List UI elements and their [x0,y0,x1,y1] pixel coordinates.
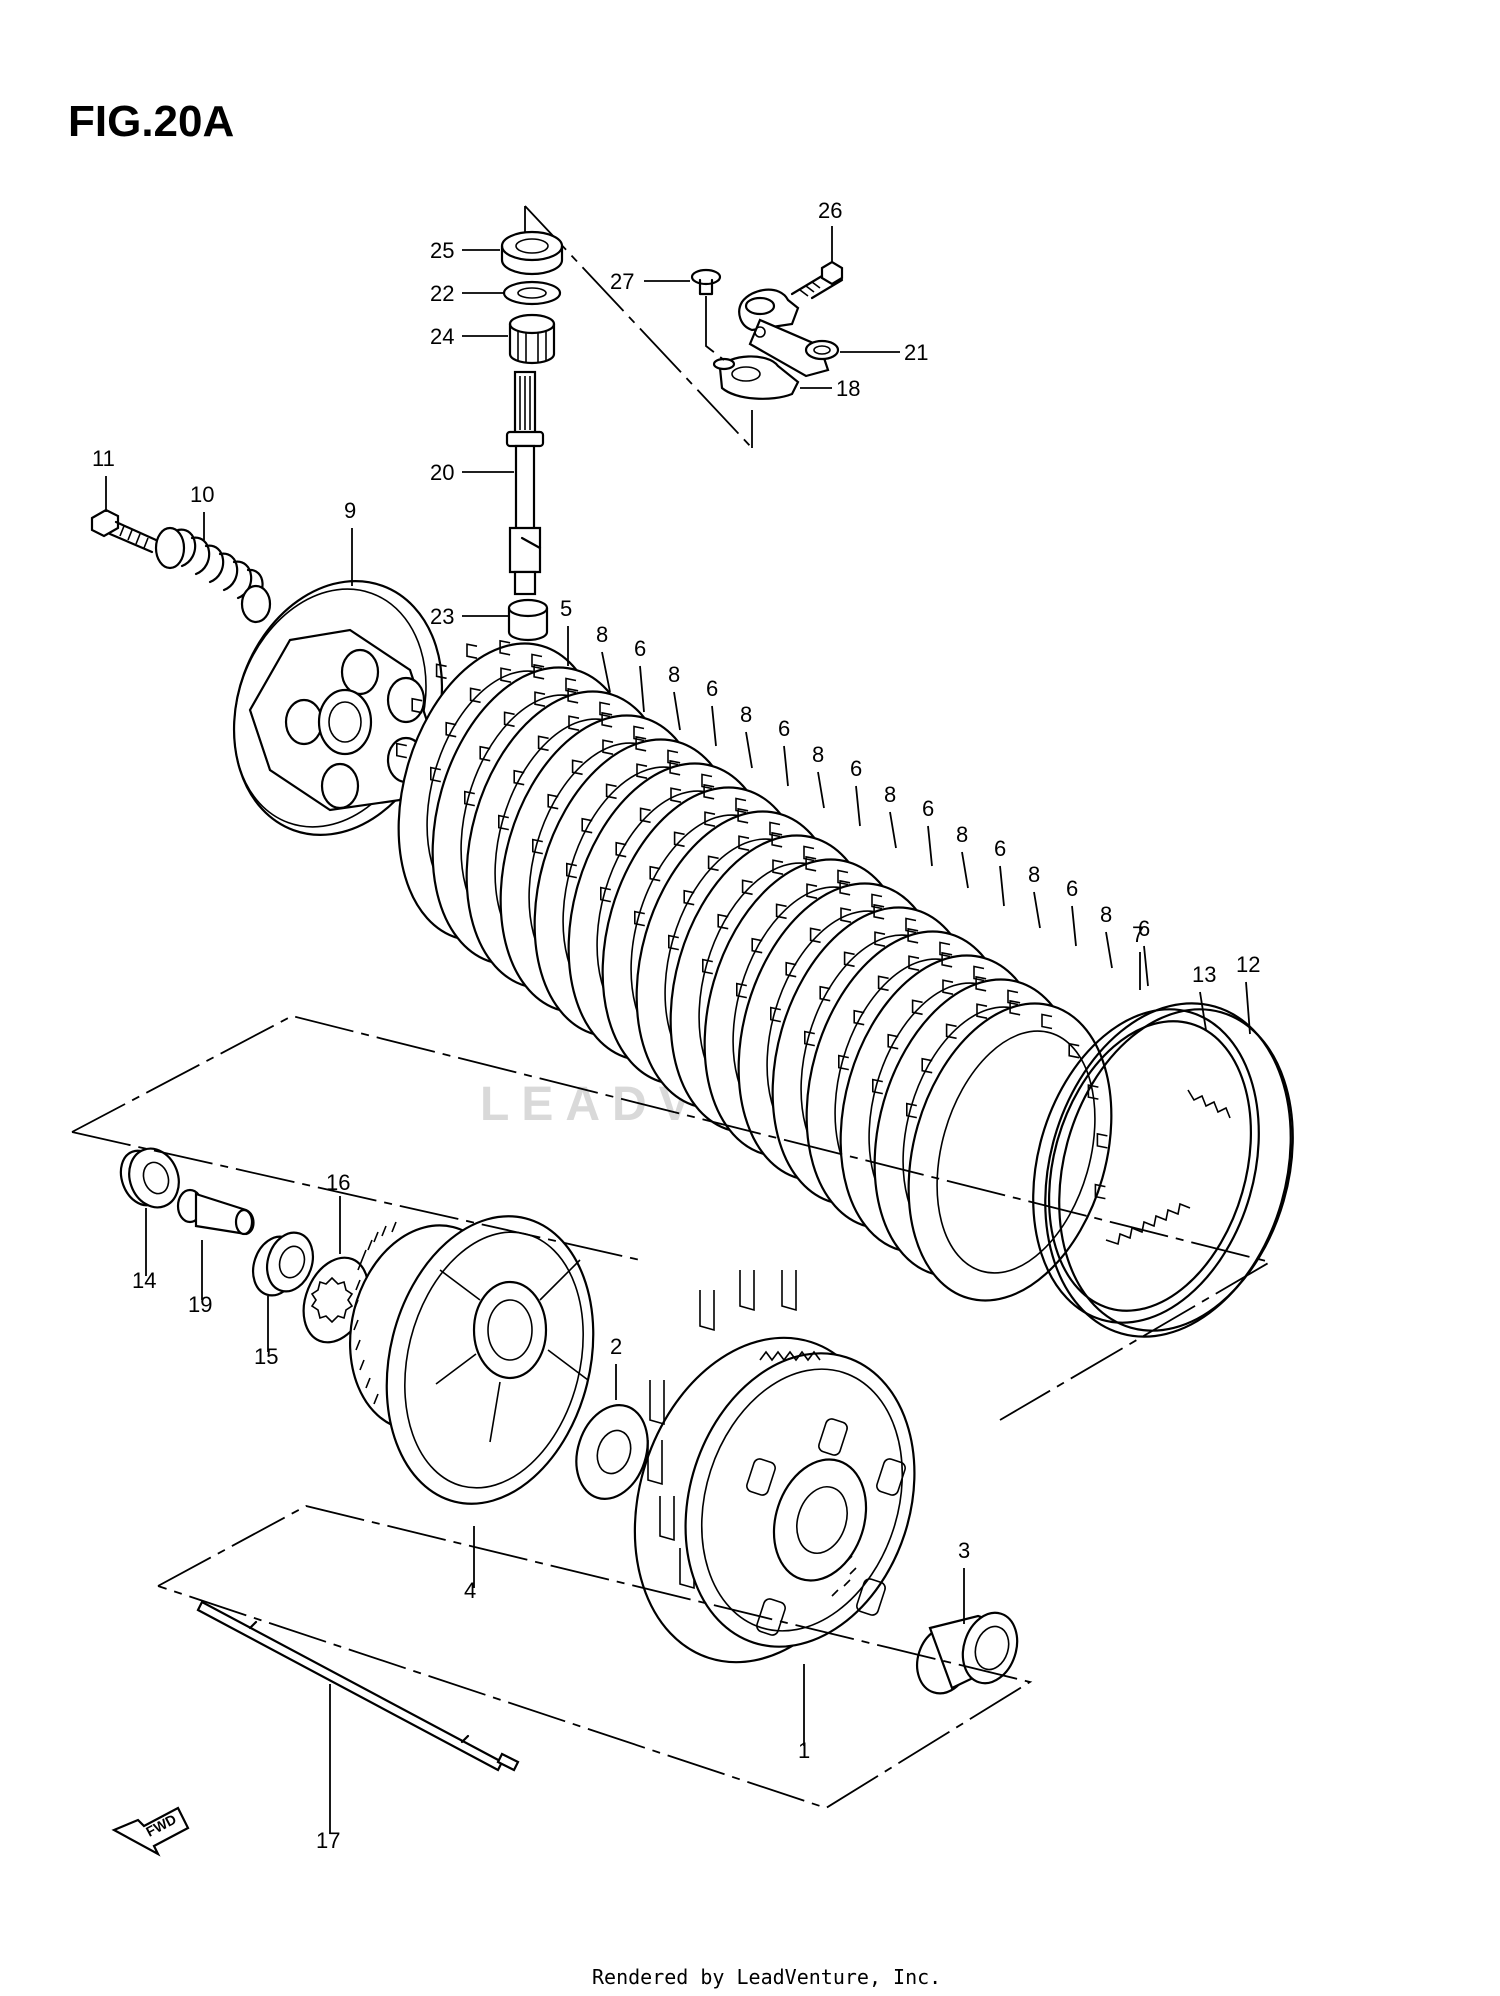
callout-number-c23[interactable]: 23 [430,604,454,629]
callout-number-c17[interactable]: 17 [316,1828,340,1853]
callout-number-c27[interactable]: 27 [610,269,634,294]
spacer-part-19[interactable] [176,1188,255,1236]
callout-number-c22[interactable]: 22 [430,281,454,306]
sleeve-hub-tangs [1105,1089,1231,1246]
callout-number-c7[interactable]: 7 [1132,922,1144,947]
leader-line-c6a [639,665,645,713]
callout-number-c6b[interactable]: 6 [706,676,718,701]
callout-number-c15[interactable]: 15 [254,1344,278,1369]
plate-inner-edge [936,1030,1096,1274]
callout-number-c2[interactable]: 2 [610,1334,622,1359]
leader-line-c6c [783,745,789,787]
callout-number-c13[interactable]: 13 [1192,962,1216,987]
callout-number-c6e[interactable]: 6 [922,796,934,821]
clutch-sleeve-hub-part-4[interactable] [329,1194,622,1526]
callout-number-c24[interactable]: 24 [430,324,454,349]
screw-guide-line [705,296,725,361]
washer-part-22[interactable] [502,280,562,306]
callout-number-c8e[interactable]: 8 [884,782,896,807]
leader-line-c8g [1033,891,1041,929]
callout-number-c6h[interactable]: 6 [1138,916,1150,941]
callout-number-c6c[interactable]: 6 [778,716,790,741]
callout-number-c6d[interactable]: 6 [850,756,862,781]
spacer-part-3[interactable] [909,1606,1026,1701]
bolt-part-26[interactable] [790,260,844,300]
callout-number-c26[interactable]: 26 [818,198,842,223]
screw-part-27[interactable] [690,268,722,296]
release-shaft-part-20[interactable] [505,370,545,596]
clutch-spring-part-10[interactable] [154,526,272,624]
callout-number-c20[interactable]: 20 [430,460,454,485]
leader-line-c8h [1105,931,1113,969]
leader-line-c6g [1071,905,1077,947]
callout-number-c18[interactable]: 18 [836,376,860,401]
clutch-plate-stack [396,639,1113,1302]
callout-number-c6g[interactable]: 6 [1066,876,1078,901]
callout-number-c10[interactable]: 10 [190,482,214,507]
callout-number-c8a[interactable]: 8 [596,622,608,647]
callout-number-c3[interactable]: 3 [958,1538,970,1563]
oil-seal-part-25[interactable] [500,230,564,276]
pressure-plate-part-9[interactable] [200,552,477,865]
bearing-part-14[interactable] [114,1142,187,1215]
footer-credit: Rendered by LeadVenture, Inc. [592,1965,941,1989]
callout-number-c8b[interactable]: 8 [668,662,680,687]
leader-line-c8c [745,731,753,769]
clutch-nut-part-15[interactable] [246,1227,320,1302]
callout-number-c5[interactable]: 5 [560,596,572,621]
callout-number-c25[interactable]: 25 [430,238,454,263]
leader-line-c6e [927,825,933,867]
callout-number-c12[interactable]: 12 [1236,952,1260,977]
callout-number-c19[interactable]: 19 [188,1292,212,1317]
plate-part-18[interactable] [712,355,800,400]
leader-line-c13 [1199,991,1207,1031]
callout-number-c4[interactable]: 4 [464,1578,476,1603]
callout-number-c8c[interactable]: 8 [740,702,752,727]
primary-driven-gear-housing-part-1[interactable] [595,1270,951,1695]
callout-number-c1[interactable]: 1 [798,1738,810,1763]
figure-title: FIG.20A [68,97,234,146]
leader-line-c6b [711,705,717,747]
callout-number-c21[interactable]: 21 [904,340,928,365]
callout-number-c8f[interactable]: 8 [956,822,968,847]
callout-number-c11[interactable]: 11 [92,446,115,471]
needle-bearing-part-24[interactable] [508,313,556,365]
callout-number-c6a[interactable]: 6 [634,636,646,661]
callout-number-c8d[interactable]: 8 [812,742,824,767]
needle-bearing-part-23[interactable] [507,598,549,642]
leader-line-c6f [999,865,1005,907]
callout-number-c6f[interactable]: 6 [994,836,1006,861]
leader-line-c8d [817,771,825,809]
callout-number-c16[interactable]: 16 [326,1170,350,1195]
release-arm-part-21[interactable] [738,288,840,378]
leader-line-c8f [961,851,969,889]
leader-line-c8a [601,651,611,693]
leader-line-c12 [1245,981,1251,1035]
callout-number-c9[interactable]: 9 [344,498,356,523]
cushion-ring-part-13[interactable] [998,982,1294,1349]
callout-leader-lines [105,226,1251,1834]
callout-number-c8h[interactable]: 8 [1100,902,1112,927]
thrust-washer-part-2[interactable] [565,1396,659,1508]
assembly-guide-lines [71,1015,1273,1809]
forward-arrow-icon: FWD [111,1806,190,1857]
callout-number-c14[interactable]: 14 [132,1268,156,1293]
callout-labels: 1234566666666788888888910111213141516171… [92,198,1260,1853]
callout-number-c8g[interactable]: 8 [1028,862,1040,887]
bolt-part-11[interactable] [90,508,158,554]
leader-line-c8b [673,691,681,731]
push-rod-part-17[interactable] [196,1600,520,1772]
leader-line-c8e [889,811,897,849]
leader-line-c6d [855,785,861,827]
leader-line-c6h [1143,945,1149,987]
wire-ring-part-12[interactable] [1008,974,1329,1366]
